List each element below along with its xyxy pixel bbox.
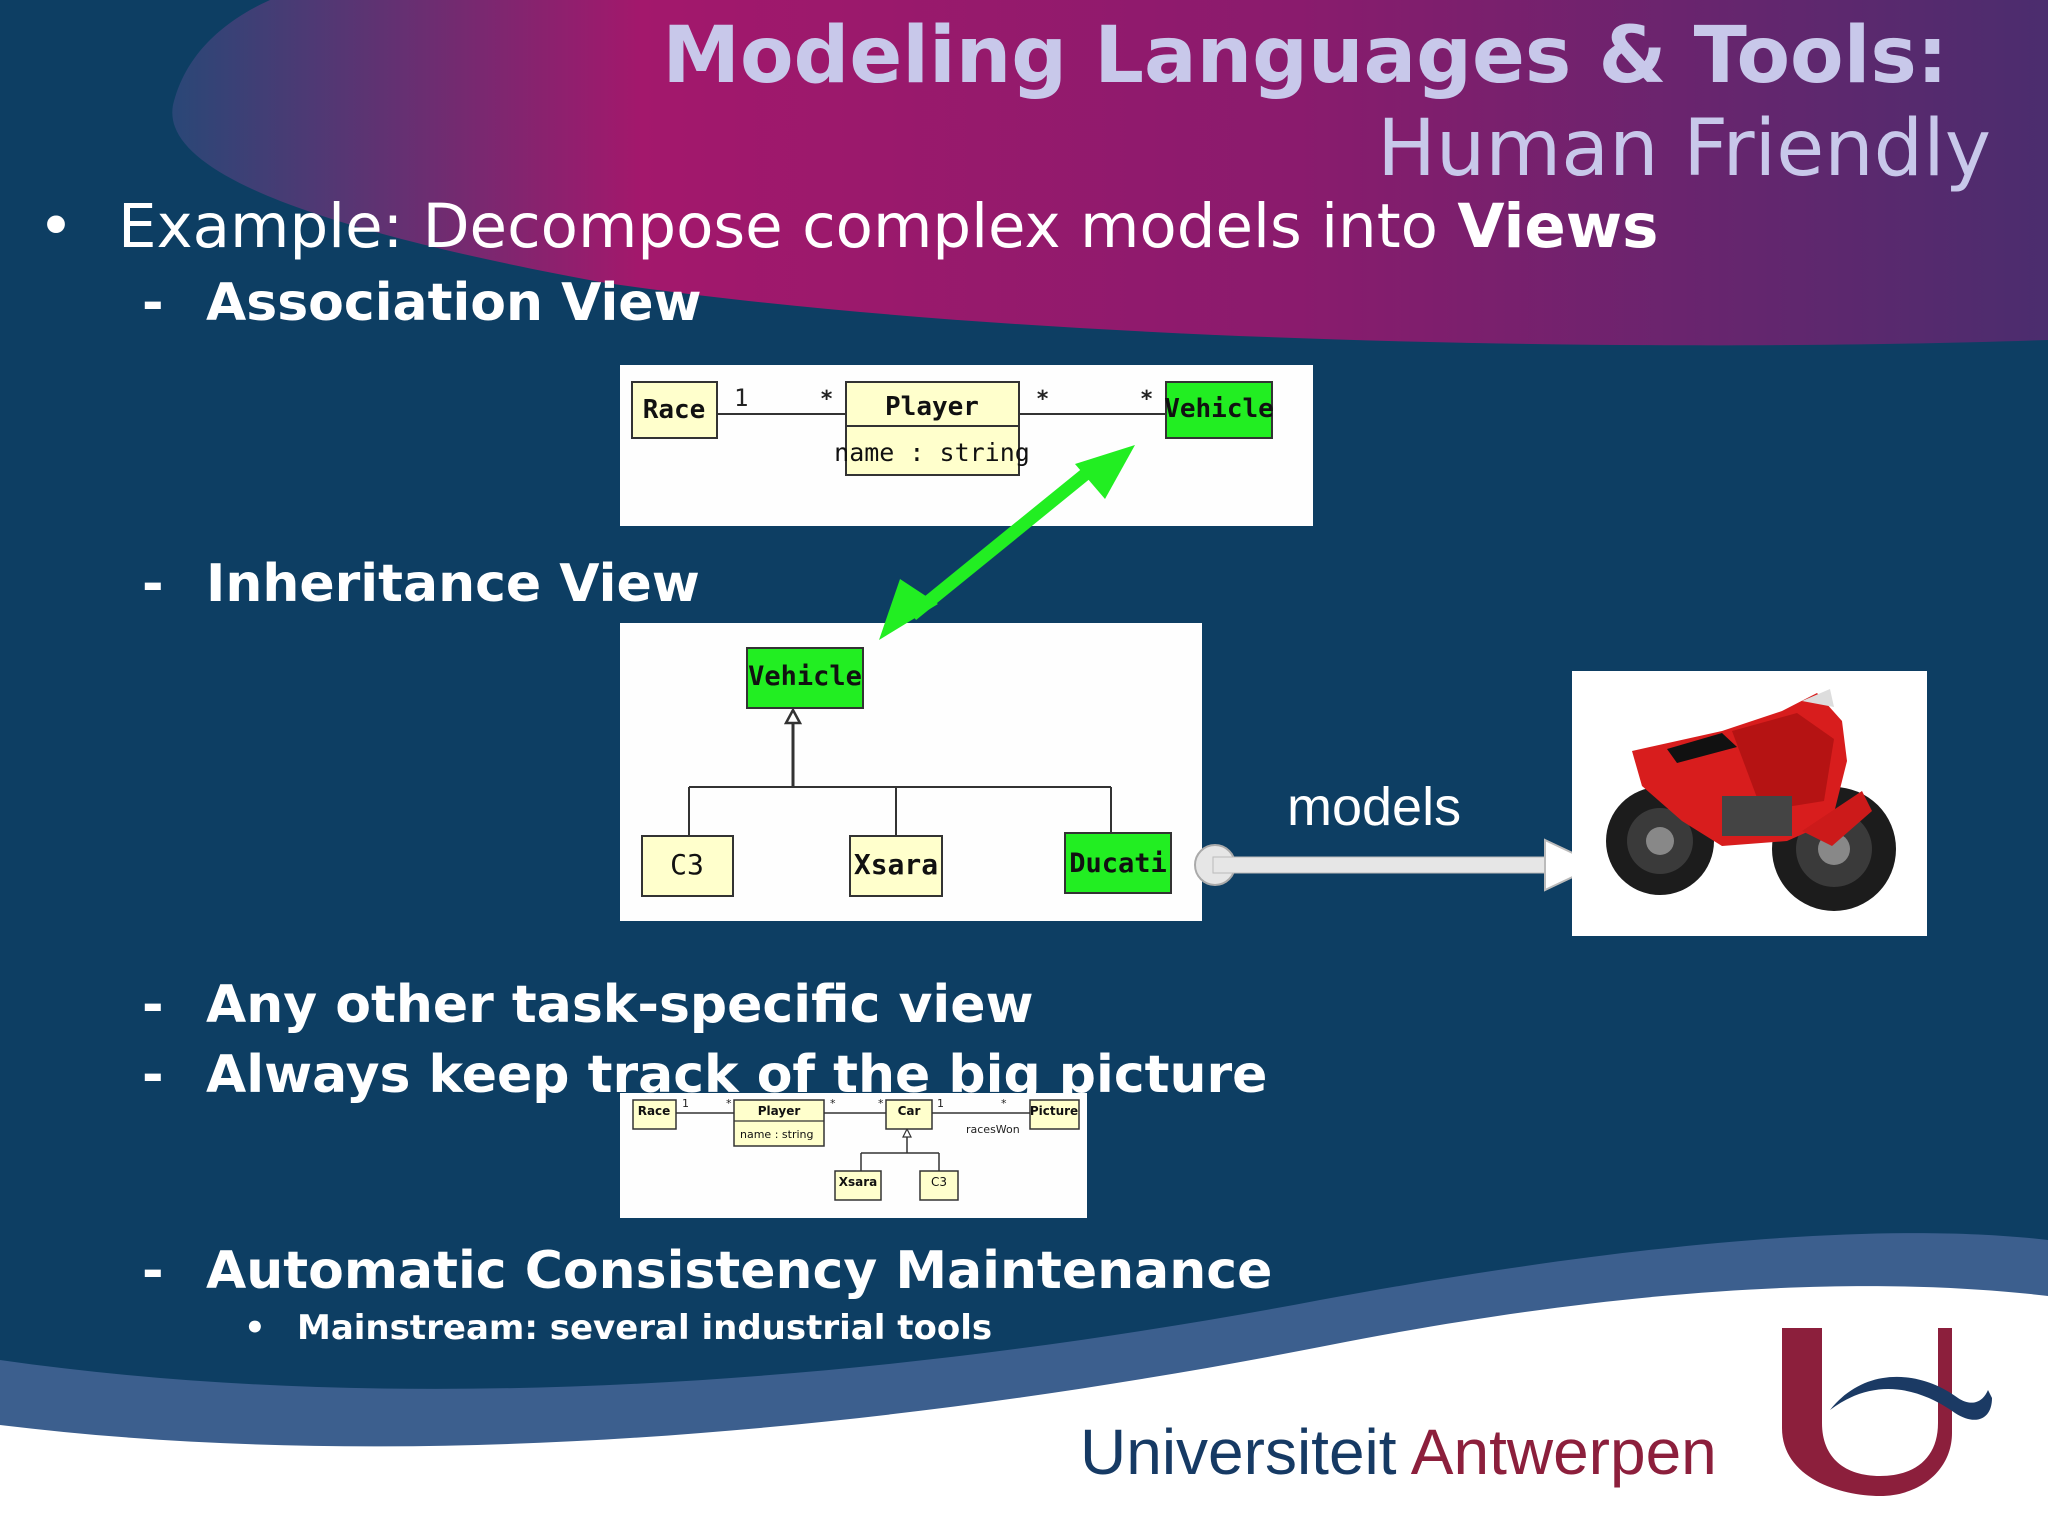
bp-race-box: Race [632, 1099, 677, 1130]
sub-bullet-association-view: Association View [206, 273, 702, 333]
main-bullet-bold: Views [1457, 191, 1659, 262]
bp-mult-2: * [726, 1097, 732, 1110]
logo-u-shape [1782, 1328, 1952, 1496]
dash-3: - [142, 975, 164, 1035]
player-class-box: Player name : string [834, 381, 1030, 476]
bp-mult-6: * [1001, 1097, 1007, 1110]
bp-car-label: Car [898, 1104, 921, 1118]
vehicle-superclass-label: Vehicle [748, 661, 862, 692]
mult-player-left: * [820, 387, 833, 412]
view-link-head-down [879, 579, 938, 640]
player-attribute: name : string [834, 438, 1030, 467]
xsara-class-box: Xsara [849, 835, 943, 897]
main-bullet: Example: Decompose complex models into V… [118, 190, 1658, 263]
title-swoosh [172, 0, 2048, 346]
bp-player-attr: name : string [740, 1128, 813, 1141]
bp-role-label: racesWon [966, 1123, 1020, 1136]
bp-xsara-box: Xsara [834, 1170, 882, 1201]
university-name-part2: Antwerpen [1410, 1416, 1717, 1488]
models-label: models [1287, 777, 1462, 837]
c3-class-label: C3 [670, 848, 704, 881]
ducati-class-label: Ducati [1069, 848, 1167, 879]
ducati-class-box: Ducati [1064, 832, 1172, 894]
sub-bullet-task-view: Any other task-specific view [206, 975, 1034, 1035]
university-name-part1: Universiteit [1080, 1416, 1411, 1488]
bp-player-box: Player name : string [733, 1099, 825, 1147]
view-link-shaft [907, 466, 1093, 621]
vehicle-superclass-box: Vehicle [746, 647, 864, 709]
dash-2: - [142, 554, 164, 614]
bp-xsara-label: Xsara [839, 1175, 878, 1189]
dash-4: - [142, 1045, 164, 1105]
bp-mult-3: * [830, 1097, 836, 1110]
university-name: Universiteit Antwerpen [1080, 1415, 1717, 1489]
slide-title-line2: Human Friendly [1377, 104, 1991, 194]
player-class-label: Player [885, 392, 979, 422]
big-picture-diagram: Race Player name : string Car Picture Xs… [620, 1093, 1087, 1218]
university-logo [1782, 1328, 1992, 1496]
association-view-diagram: Race Player name : string Vehicle 1 * * … [620, 365, 1313, 526]
vehicle-class-box: Vehicle [1164, 381, 1274, 439]
motorcycle-image [1572, 671, 1927, 936]
big-picture-svg: Race Player name : string Car Picture Xs… [632, 1097, 1080, 1201]
mult-vehicle: * [1140, 387, 1153, 412]
bp-player-label: Player [758, 1104, 801, 1118]
bp-mult-1: 1 [682, 1097, 689, 1110]
slide-title-line1: Modeling Languages & Tools: [662, 11, 1948, 101]
inheritance-view-diagram: Vehicle C3 Xsara Ducati [620, 623, 1202, 921]
footer-white [0, 1286, 2048, 1536]
generalization-arrowhead [783, 707, 803, 725]
bp-car-box: Car [885, 1099, 933, 1130]
sub-bullet-consistency: Automatic Consistency Maintenance [206, 1241, 1273, 1301]
mult-player-right: * [1036, 387, 1049, 412]
dash-5: - [142, 1241, 164, 1301]
bp-race-label: Race [638, 1104, 671, 1118]
inheritance-view-svg: Vehicle C3 Xsara Ducati [641, 647, 1172, 897]
c3-class-box: C3 [641, 835, 734, 897]
race-class-box: Race [631, 381, 718, 439]
bp-mult-5: 1 [937, 1097, 944, 1110]
main-bullet-text: Example: Decompose complex models into [118, 191, 1458, 262]
xsara-class-label: Xsara [854, 848, 938, 881]
view-link-head-up [1075, 445, 1135, 499]
dash-1: - [142, 273, 164, 333]
bp-c3-box: C3 [919, 1170, 959, 1201]
sub-sub-bullet-dot: • [244, 1308, 266, 1348]
bp-picture-label: Picture [1030, 1104, 1078, 1118]
mult-race: 1 [734, 384, 748, 412]
sub-bullet-inheritance-view: Inheritance View [206, 554, 700, 614]
vehicle-class-label: Vehicle [1164, 394, 1274, 424]
models-arrow-head [1544, 838, 1601, 892]
sub-sub-bullet-mainstream: Mainstream: several industrial tools [297, 1308, 993, 1348]
bp-picture-box: Picture [1029, 1099, 1080, 1130]
bp-mult-4: * [878, 1097, 884, 1110]
bp-c3-label: C3 [931, 1175, 947, 1189]
logo-wave [1830, 1376, 1992, 1420]
race-class-label: Race [643, 395, 706, 425]
motorcycle-illustration [1606, 689, 1896, 911]
bullet-dot: • [38, 191, 74, 262]
association-view-svg: Race Player name : string Vehicle 1 * * … [631, 381, 1274, 476]
